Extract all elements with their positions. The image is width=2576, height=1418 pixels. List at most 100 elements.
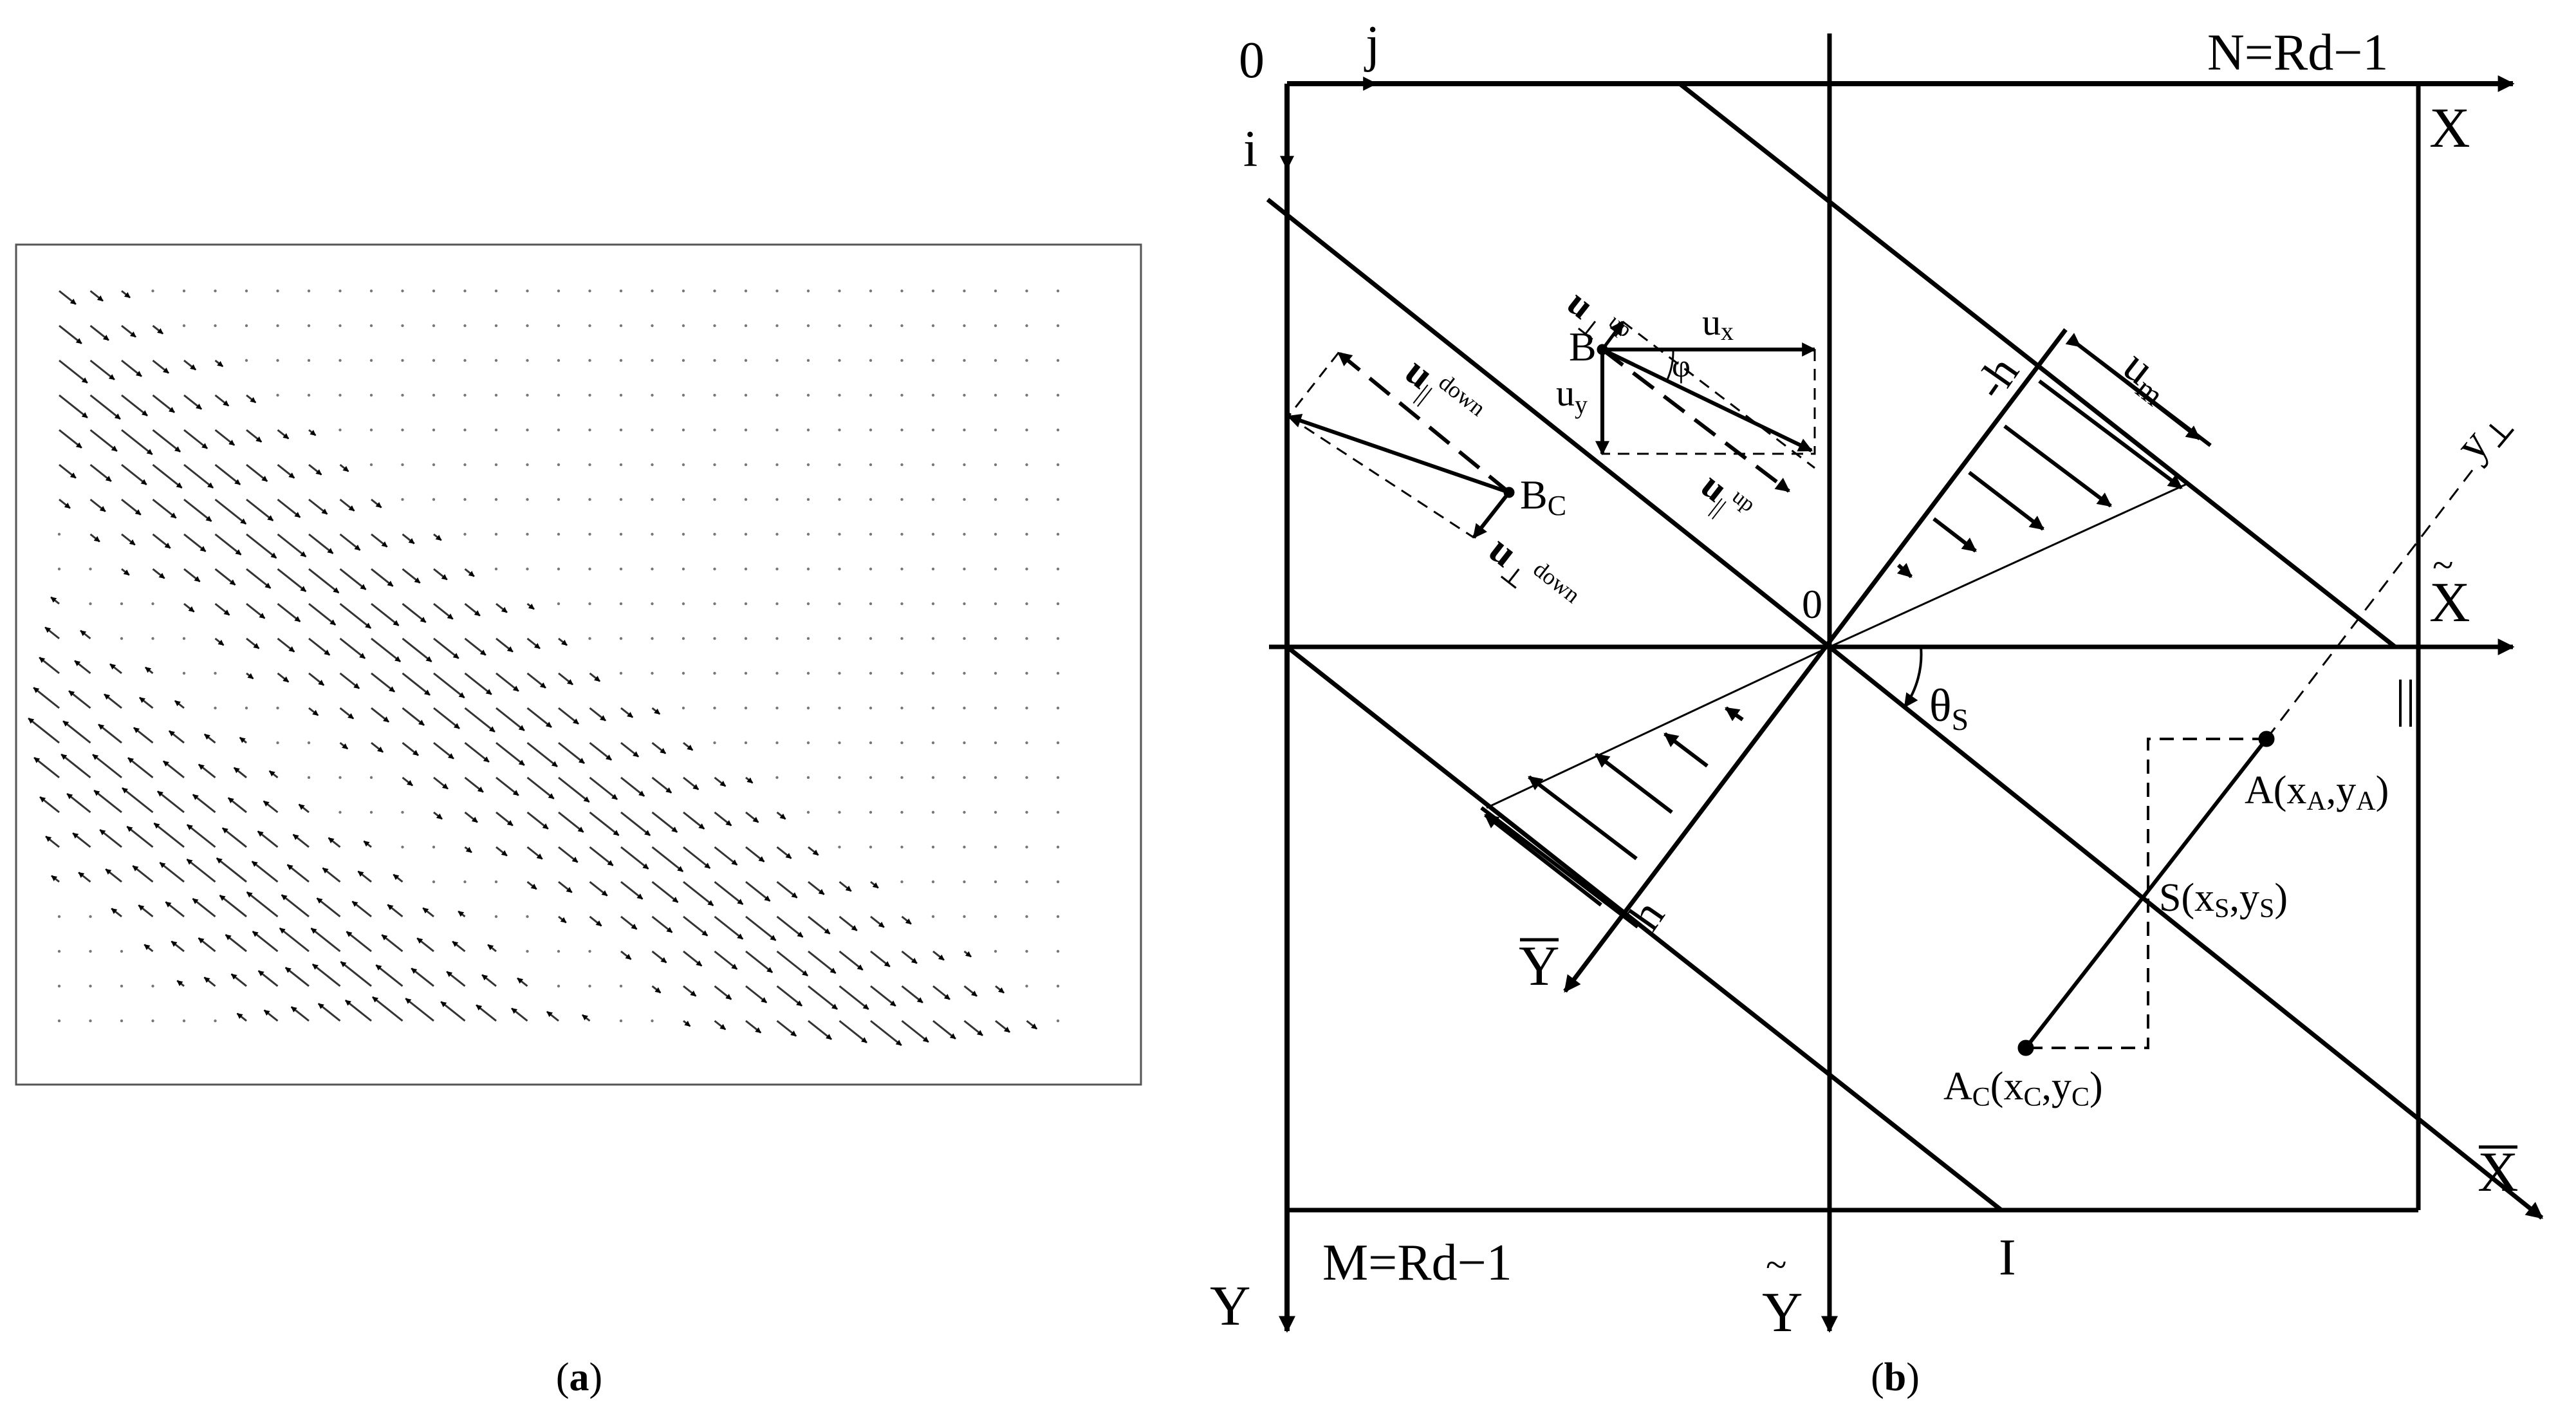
- field-dot: [713, 671, 716, 675]
- field-dot: [401, 359, 404, 362]
- field-dot: [651, 532, 654, 536]
- field-dot: [900, 428, 903, 432]
- field-dot: [931, 915, 935, 919]
- field-dot: [869, 741, 873, 745]
- field-dot: [276, 359, 279, 362]
- field-dot: [681, 359, 685, 362]
- field-dot: [806, 637, 810, 640]
- field-dot: [775, 671, 779, 675]
- field-dot: [994, 393, 997, 397]
- field-dot: [651, 359, 654, 362]
- field-arrow: [464, 707, 496, 733]
- field-arrow: [963, 985, 978, 997]
- field-dot: [526, 428, 529, 432]
- field-dot: [1025, 706, 1028, 710]
- x-tilde-label: X: [2429, 572, 2470, 634]
- field-dot: [401, 393, 404, 397]
- field-arrow: [714, 1020, 727, 1031]
- field-dot: [619, 463, 623, 467]
- field-dot: [1056, 428, 1060, 432]
- field-arrow: [198, 763, 216, 779]
- field-arrow: [257, 830, 279, 848]
- field-arrow: [98, 723, 122, 744]
- field-dot: [806, 741, 810, 745]
- field-dot: [994, 810, 997, 814]
- field-dot: [869, 567, 873, 571]
- field-dot: [307, 359, 311, 362]
- field-arrow: [901, 950, 918, 964]
- m-label: M=Rd−1: [1322, 1235, 1512, 1291]
- field-dot: [994, 602, 997, 606]
- field-dot: [775, 567, 779, 571]
- field-arrow: [371, 672, 396, 693]
- field-dot: [401, 324, 404, 328]
- field-dot: [369, 463, 373, 467]
- field-arrow: [901, 985, 923, 1003]
- field-dot: [963, 741, 966, 745]
- ac-point-label: AC(xC,yC): [1943, 1065, 2103, 1112]
- field-arrow: [186, 858, 216, 883]
- field-dot: [151, 289, 154, 293]
- field-arrow: [59, 429, 82, 449]
- field-dot: [338, 289, 342, 293]
- field-arrow: [183, 463, 214, 489]
- field-arrow: [121, 463, 147, 485]
- field-arrow: [839, 915, 858, 931]
- field-dot: [494, 289, 498, 293]
- b-label: B: [1569, 324, 1597, 369]
- field-dot: [1056, 498, 1060, 501]
- phi-label: φ: [1672, 348, 1691, 384]
- field-arrow: [214, 637, 225, 646]
- field-dot: [1025, 602, 1028, 606]
- field-dot: [338, 810, 342, 814]
- field-arrow: [422, 907, 434, 918]
- field-dot: [120, 949, 124, 953]
- field-arrow: [216, 857, 247, 883]
- field-arrow: [402, 533, 415, 545]
- field-dot: [806, 428, 810, 432]
- field-arrow: [901, 915, 912, 925]
- field-arrow: [322, 867, 341, 883]
- field-dot: [1056, 880, 1060, 884]
- field-dot: [838, 845, 841, 849]
- lower-profile-bar: [1480, 806, 1639, 929]
- field-arrow: [808, 1020, 833, 1040]
- field-dot: [994, 359, 997, 362]
- field-arrow: [39, 796, 60, 814]
- field-arrow: [68, 690, 91, 709]
- field-dot: [89, 915, 92, 919]
- field-dot: [994, 324, 997, 328]
- field-dot: [1056, 602, 1060, 606]
- field-arrow: [105, 868, 122, 883]
- minus-h-label: -h: [1965, 347, 2029, 408]
- field-arrow: [620, 950, 632, 960]
- field-arrow: [168, 730, 185, 744]
- u-y-label: uy: [1556, 372, 1588, 419]
- field-arrow: [144, 944, 154, 953]
- field-dot: [214, 1019, 217, 1023]
- y-perp-label: y⊥: [2445, 396, 2522, 473]
- field-arrow: [78, 872, 91, 883]
- field-arrow: [901, 1020, 929, 1043]
- field-arrow: [339, 602, 372, 630]
- field-dot: [900, 602, 903, 606]
- field-dot: [338, 776, 342, 779]
- field-dot: [1056, 359, 1060, 362]
- field-arrow: [192, 897, 216, 918]
- field-dot: [463, 463, 467, 467]
- field-arrow: [62, 720, 91, 744]
- field-dot: [432, 324, 436, 328]
- bc-dashed-2: [1288, 415, 1474, 539]
- field-dot: [651, 428, 654, 432]
- field-dot: [744, 289, 748, 293]
- field-dot: [619, 393, 623, 397]
- field-arrow: [89, 429, 118, 452]
- field-dot: [869, 532, 873, 536]
- field-dot: [57, 532, 61, 536]
- field-dot: [526, 915, 529, 919]
- field-arrow: [371, 707, 390, 723]
- field-arrow: [246, 533, 277, 559]
- field-dot: [526, 532, 529, 536]
- field-dot: [994, 532, 997, 536]
- field-dot: [900, 741, 903, 745]
